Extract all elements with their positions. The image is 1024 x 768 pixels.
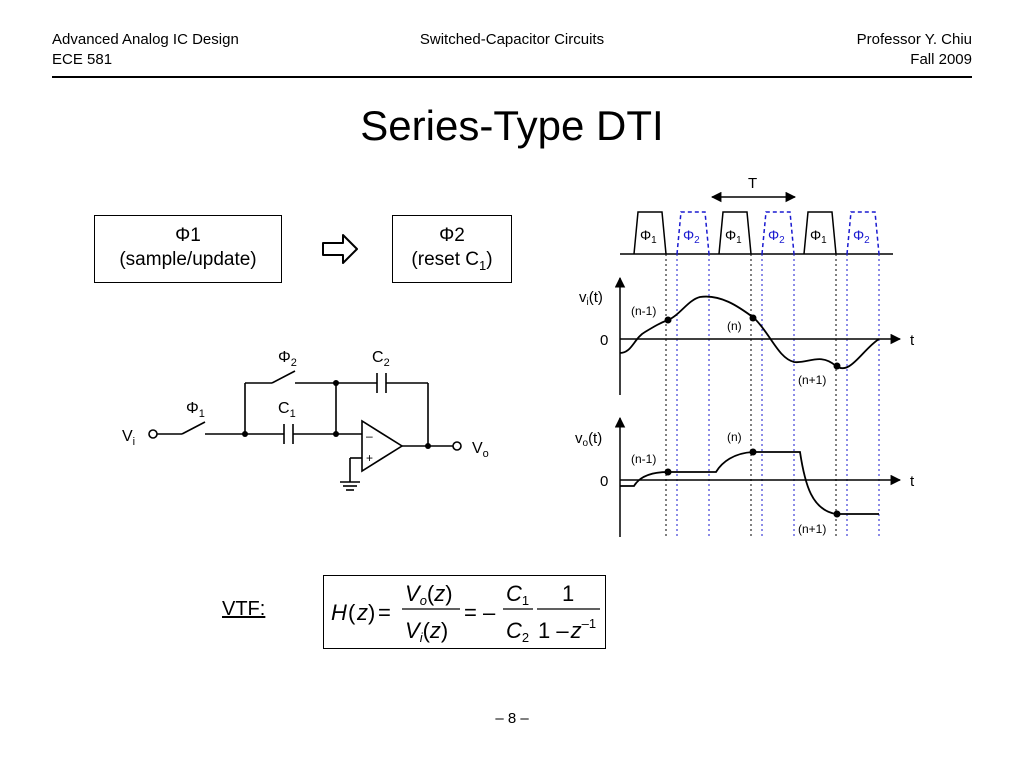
vi-sample-dot: [833, 362, 841, 370]
phase2-name: Φ2: [439, 225, 465, 246]
vi-axes: [614, 276, 902, 395]
pulse-label-phi1: Φ1: [725, 227, 742, 246]
vi-sample-dot: [664, 316, 672, 324]
phase2-desc-text: (reset C: [411, 249, 479, 270]
vo-sample-label: (n-1): [631, 452, 656, 466]
vo-waveform: [620, 451, 879, 515]
phase2-desc: (reset C1): [393, 248, 511, 278]
vo-sample-dot: [833, 510, 841, 518]
vi-sample-label: (n+1): [798, 373, 826, 387]
tf-num-c1: C1: [506, 581, 529, 608]
c1-label: C1: [278, 400, 296, 420]
tf-den-vi: Vi(z): [405, 618, 448, 645]
vi-axis-label: vi(t): [579, 289, 603, 308]
pulse-label-phi2: Φ2: [683, 227, 700, 246]
header-topic: Switched-Capacitor Circuits: [419, 31, 605, 48]
junction-dot: [425, 443, 431, 449]
vtf-label: VTF:: [222, 598, 266, 620]
vi-waveform: [619, 295, 880, 369]
phi1-switch: [181, 421, 206, 435]
vi-zero-label: 0: [600, 332, 608, 349]
vi-label: Vi: [122, 428, 135, 448]
pulse-label-phi1: Φ1: [810, 227, 827, 246]
phase2-box: Φ2 (reset C1): [392, 215, 512, 283]
pulse-label-phi2: Φ2: [768, 227, 785, 246]
header-divider: [52, 76, 972, 78]
phi2-switch-label: Φ2: [278, 349, 297, 369]
phase2-desc-sub: 1: [479, 257, 487, 273]
vi-sample-label: (n-1): [631, 304, 656, 318]
vtf-formula-box: [323, 575, 606, 649]
tf-den-c2: C2: [506, 618, 529, 645]
sc-integrator-schematic: [148, 370, 462, 491]
opamp-plus: +: [366, 451, 373, 465]
vi-sample-label: (n): [727, 319, 742, 333]
vo-time-label: t: [910, 473, 915, 490]
tf-paren-close: ): [368, 600, 375, 625]
instructor: Professor Y. Chiu: [856, 31, 972, 48]
vo-zero-label: 0: [600, 473, 608, 490]
vo-label: Vo: [472, 440, 489, 460]
tf-paren-open: (: [348, 600, 356, 625]
tf-equals-minus: = –: [464, 600, 496, 625]
period-label: T: [748, 175, 757, 192]
tf-z: z: [356, 600, 368, 625]
sample-guides: [665, 254, 880, 537]
slide-title: Series-Type DTI: [360, 102, 664, 149]
vo-sample-label: (n): [727, 430, 742, 444]
pulse-label-phi1: Φ1: [640, 227, 657, 246]
c2-label: C2: [372, 349, 390, 369]
pulse-label-phi2: Φ2: [853, 227, 870, 246]
vo-sample-label: (n+1): [798, 522, 826, 536]
opamp-triangle: [361, 419, 404, 473]
vi-sample-dot: [749, 314, 757, 322]
tf-num-one: 1: [562, 581, 574, 606]
header-left: Advanced Analog IC Design ECE 581: [52, 30, 239, 70]
vo-sample-dot: [664, 468, 672, 476]
phase1-box: Φ1 (sample/update): [94, 215, 282, 283]
junction-dot: [333, 431, 339, 437]
tf-den-one-minus-zinv: 1 –z–1: [538, 616, 596, 643]
phase1-name: Φ1: [175, 225, 201, 246]
vi-time-label: t: [910, 332, 915, 349]
svg-text:=: =: [378, 600, 391, 625]
tf-num-vo: Vo(z): [405, 581, 453, 608]
junction-dot: [333, 380, 339, 386]
phase1-desc: (sample/update): [119, 249, 257, 270]
phi2-pulses: [676, 211, 880, 255]
phase-arrow-icon: [322, 234, 358, 264]
header-right: Professor Y. Chiu Fall 2009: [857, 30, 972, 70]
vo-terminal: [452, 441, 462, 451]
phi2-switch: [271, 370, 296, 384]
vtf-formula: H ( z ) = Vo(z) Vi(z) = – C1 C2 1 1 –z–1: [331, 581, 600, 645]
page-number: – 8 –: [495, 710, 529, 727]
course-title: Advanced Analog IC Design: [52, 31, 239, 48]
vo-sample-dot: [749, 448, 757, 456]
vo-axes: [614, 416, 902, 537]
vo-axis-label: vo(t): [575, 430, 602, 449]
course-code: ECE 581: [52, 51, 113, 68]
phi1-pulses: [633, 211, 837, 255]
term: Fall 2009: [910, 51, 972, 68]
tf-H: H: [331, 600, 347, 625]
junction-dot: [242, 431, 248, 437]
vi-terminal: [148, 429, 158, 439]
opamp-minus: –: [366, 429, 373, 443]
phase2-desc-close: ): [486, 249, 493, 270]
phi1-switch-label: Φ1: [186, 400, 205, 420]
